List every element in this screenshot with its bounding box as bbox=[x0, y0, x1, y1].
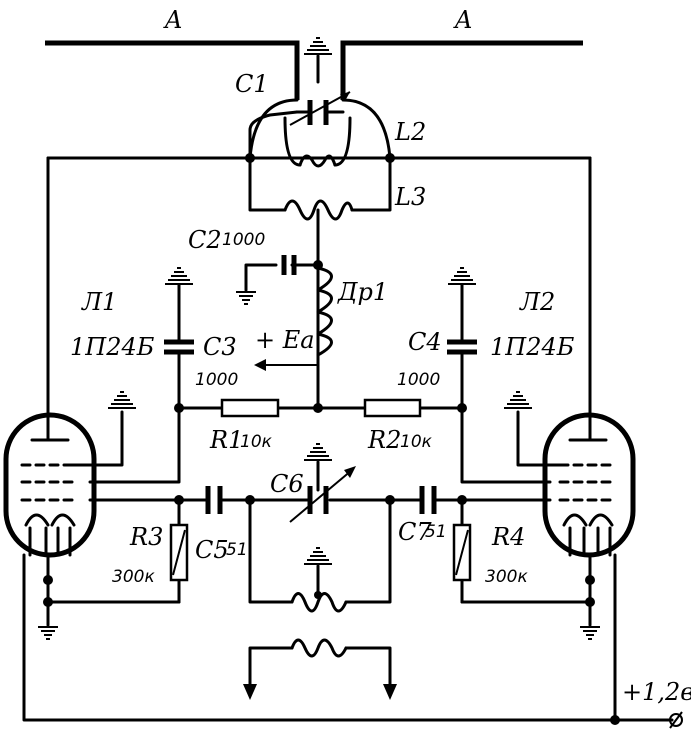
inductor-l2 bbox=[283, 116, 352, 168]
supply-terminal bbox=[669, 711, 683, 729]
supply-label: +1,2в bbox=[622, 678, 691, 706]
c7-label: C7 bbox=[398, 518, 432, 546]
c3-label: C3 bbox=[203, 333, 237, 361]
tube-right-name: Л2 bbox=[519, 288, 555, 316]
c1-label: C1 bbox=[235, 70, 269, 98]
tube-left-name: Л1 bbox=[81, 288, 117, 316]
tube-left bbox=[3, 412, 97, 558]
dr1-label: Др1 bbox=[337, 278, 388, 306]
inductor-grid-tank bbox=[290, 547, 348, 613]
antenna-right-label: A bbox=[453, 6, 472, 34]
l3-label: L3 bbox=[394, 183, 426, 211]
c4-value: 1000 bbox=[397, 370, 440, 390]
l2-label: L2 bbox=[394, 118, 426, 146]
capacitor-c5 bbox=[205, 486, 223, 514]
c5-label: C5 bbox=[195, 536, 229, 564]
inductor-l3 bbox=[283, 199, 354, 221]
capacitor-c1 bbox=[289, 37, 351, 126]
resistor-r2 bbox=[363, 398, 422, 418]
capacitor-c7 bbox=[419, 486, 437, 514]
tube-right-type: 1П24Б bbox=[490, 333, 575, 361]
c4-label: C4 bbox=[408, 328, 442, 356]
c7-value: 51 bbox=[425, 522, 447, 542]
c2-value: 1000 bbox=[222, 230, 265, 250]
c6-label: C6 bbox=[270, 470, 304, 498]
resistor-r3 bbox=[169, 498, 189, 604]
antenna-right bbox=[340, 40, 583, 100]
r2-value: 10к bbox=[400, 432, 433, 452]
antenna-left bbox=[45, 40, 300, 100]
resistor-r4 bbox=[452, 498, 472, 604]
r3-value: 300к bbox=[112, 567, 155, 587]
c5-value: 51 bbox=[226, 540, 248, 560]
output-coil bbox=[243, 638, 397, 700]
capacitor-c6 bbox=[289, 443, 356, 523]
r1-value: 10к bbox=[240, 432, 273, 452]
r3-label: R3 bbox=[129, 523, 163, 551]
resistor-r1 bbox=[220, 398, 280, 418]
r1-label: R1 bbox=[209, 426, 243, 454]
capacitor-c2 bbox=[235, 255, 320, 305]
ea-arrow bbox=[254, 359, 318, 371]
ea-label: + Ea bbox=[255, 326, 315, 354]
r2-label: R2 bbox=[367, 426, 401, 454]
choke-dr1 bbox=[316, 266, 333, 357]
capacitor-c4 bbox=[447, 267, 477, 410]
antenna-left-label: A bbox=[163, 6, 182, 34]
tube-left-type: 1П24Б bbox=[70, 333, 155, 361]
r4-label: R4 bbox=[491, 523, 525, 551]
c3-value: 1000 bbox=[195, 370, 238, 390]
capacitor-c3 bbox=[164, 267, 194, 410]
r4-value: 300к bbox=[485, 567, 528, 587]
c2-label: C2 bbox=[188, 226, 222, 254]
